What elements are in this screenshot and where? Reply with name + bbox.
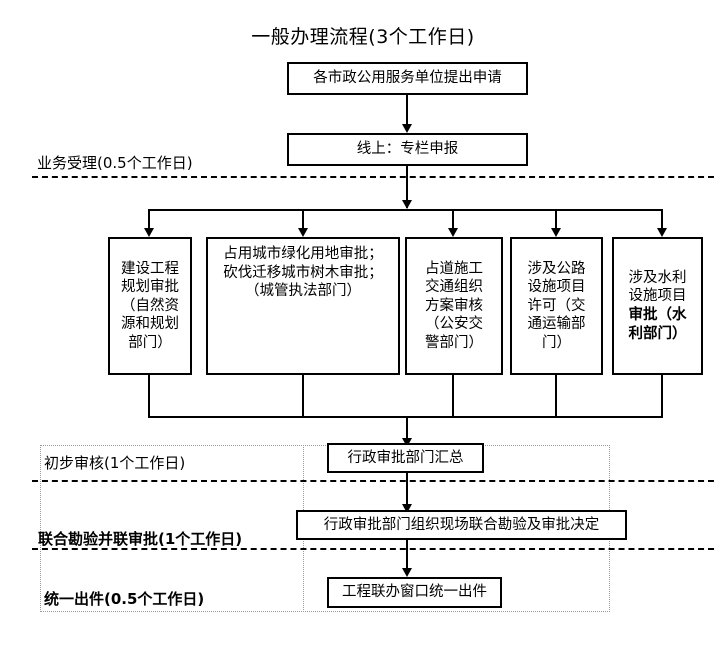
fanout-arrow-4 — [551, 228, 561, 237]
connector-online-to-fanout — [406, 166, 408, 208]
arrowhead-merge-to-summary — [402, 438, 412, 447]
branch-box-water-facility-approval-label: 涉及水利 设施项目 审批（水 利部门） — [628, 269, 687, 342]
merge-riser-4 — [555, 375, 557, 417]
merge-riser-5 — [661, 375, 663, 417]
node-apply-label: 各市政公用服务单位提出申请 — [313, 70, 502, 87]
stage-label-preliminary: 初步审核(1个工作日) — [44, 454, 186, 472]
stage-divider-acceptance — [32, 176, 714, 178]
merge-riser-2 — [302, 375, 304, 417]
branch-box-road-traffic-plan-review[interactable]: 占道施工 交通组织 方案审核 （公安交 警部门） — [405, 237, 503, 375]
arrowhead-summary-to-joint-survey — [402, 504, 412, 513]
branch-box-road-traffic-plan-review-label: 占道施工 交通组织 方案审核 （公安交 警部门） — [425, 260, 483, 351]
fanout-drop-5 — [661, 209, 663, 229]
node-joint-survey-decision-label: 行政审批部门组织现场联合勘验及审批决定 — [323, 516, 600, 533]
node-joint-survey-decision[interactable]: 行政审批部门组织现场联合勘验及审批决定 — [296, 510, 627, 540]
fanout-drop-4 — [555, 209, 557, 229]
arrowhead-online-to-fanout — [402, 200, 412, 209]
branch-box-highway-facility-permit[interactable]: 涉及公路 设施项目 许可（交 通运输部 门） — [510, 237, 603, 375]
stage-label-acceptance: 业务受理(0.5个工作日) — [37, 154, 193, 172]
merge-bus — [148, 416, 663, 418]
node-unified-issuance[interactable]: 工程联办窗口统一出件 — [327, 577, 502, 608]
stage-label-joint: 联合勘验并联审批(1个工作日) — [38, 530, 243, 548]
branch-box-planning-approval-label: 建设工程 规划审批 （自然资 源和规划 部门） — [121, 260, 179, 351]
arrowhead-joint-survey-to-issue — [402, 568, 412, 577]
fanout-drop-2 — [302, 209, 304, 229]
stage-label-issuance: 统一出件(0.5个工作日) — [44, 590, 205, 608]
node-unified-issuance-label: 工程联办窗口统一出件 — [342, 584, 487, 601]
node-admin-summary-label: 行政审批部门汇总 — [347, 449, 464, 466]
stage-divider-preliminary — [32, 480, 714, 482]
fanout-arrow-5 — [657, 228, 667, 237]
arrowhead-apply-to-online — [402, 124, 412, 133]
fanout-arrow-1 — [144, 228, 154, 237]
branch-box-planning-approval[interactable]: 建设工程 规划审批 （自然资 源和规划 部门） — [108, 237, 192, 375]
branch-box-greenland-tree-approval-label: 占用城市绿化用地审批； 砍伐迁移城市树木审批； （城管执法部门） — [223, 246, 383, 300]
branch-box-highway-facility-permit-label: 涉及公路 设施项目 许可（交 通运输部 门） — [527, 260, 586, 351]
connector-joint-survey-to-issue — [406, 540, 408, 570]
fanout-bus — [148, 209, 663, 211]
merge-riser-3 — [452, 375, 454, 417]
node-admin-summary[interactable]: 行政审批部门汇总 — [327, 443, 484, 473]
connector-merge-to-summary — [406, 416, 408, 440]
connector-apply-to-online — [406, 95, 408, 125]
fanout-arrow-3 — [448, 228, 458, 237]
node-apply[interactable]: 各市政公用服务单位提出申请 — [287, 62, 528, 95]
fanout-drop-1 — [148, 209, 150, 229]
stage-divider-joint — [32, 548, 714, 550]
fanout-arrow-2 — [298, 228, 308, 237]
node-online-declaration[interactable]: 线上：专栏申报 — [287, 133, 528, 166]
page-title: 一般办理流程(3个工作日) — [251, 26, 475, 48]
merge-riser-1 — [148, 375, 150, 417]
connector-summary-to-joint-survey — [406, 473, 408, 506]
node-online-declaration-label: 线上：专栏申报 — [356, 141, 459, 158]
branch-box-greenland-tree-approval[interactable]: 占用城市绿化用地审批； 砍伐迁移城市树木审批； （城管执法部门） — [206, 237, 400, 375]
fanout-drop-3 — [452, 209, 454, 229]
branch-box-water-facility-approval[interactable]: 涉及水利 设施项目 审批（水 利部门） — [612, 237, 703, 375]
